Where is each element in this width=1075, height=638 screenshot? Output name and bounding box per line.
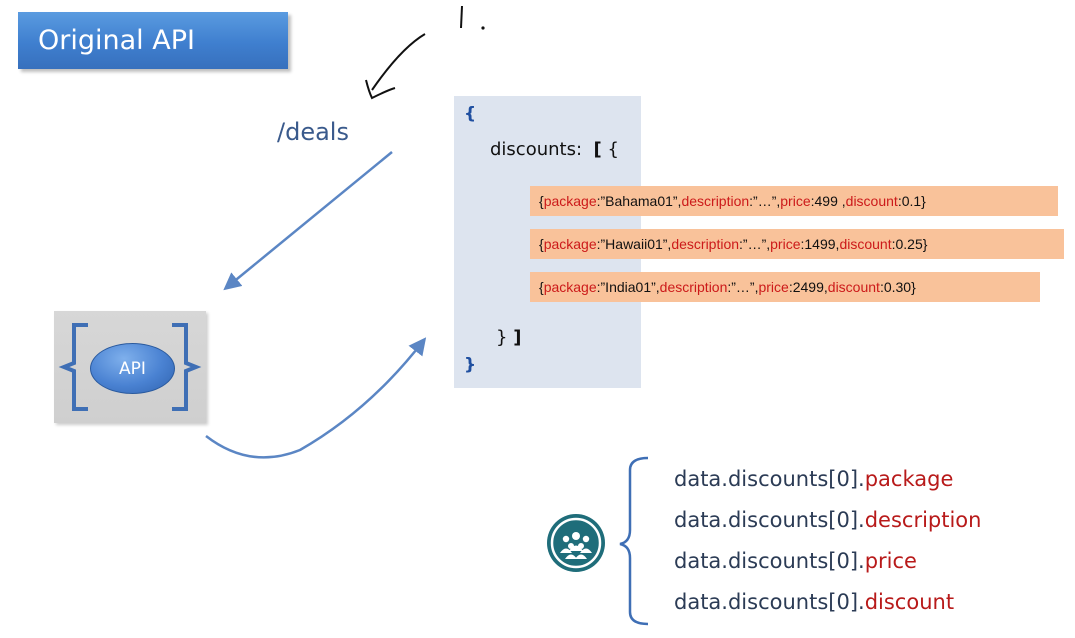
- path-prefix: data.discounts[0].: [674, 590, 865, 614]
- discount-key: discount: [839, 236, 892, 252]
- package-key: package: [543, 279, 597, 295]
- open-bracket: [: [593, 139, 602, 160]
- description-key: description: [671, 236, 740, 252]
- package-key: package: [543, 193, 597, 209]
- open-inner-brace: {: [607, 139, 619, 160]
- access-path: data.discounts[0].discount: [674, 582, 981, 623]
- description-value: :”…”,: [739, 236, 771, 252]
- json-key-line: discounts: [ {: [490, 139, 619, 160]
- discount-value: :0.1}: [897, 193, 926, 209]
- handwritten-stroke: [460, 5, 463, 29]
- endpoint-label: /deals: [277, 118, 349, 146]
- path-bracket: [619, 456, 649, 626]
- access-path: data.discounts[0].price: [674, 541, 981, 582]
- record-open: {: [539, 279, 544, 295]
- path-prop: package: [864, 467, 954, 491]
- path-prefix: data.discounts[0].: [674, 508, 865, 532]
- price-value: :499 ,: [810, 193, 846, 209]
- discount-key: discount: [827, 279, 880, 295]
- price-key: price: [780, 193, 811, 209]
- access-path: data.discounts[0].package: [674, 459, 981, 500]
- path-prop: description: [864, 508, 982, 532]
- discount-value: :0.30}: [879, 279, 916, 295]
- access-path-list: data.discounts[0].package data.discounts…: [674, 459, 981, 623]
- price-key: price: [770, 236, 801, 252]
- price-key: price: [758, 279, 789, 295]
- record-row: {package:”India01”, description:”…”,pric…: [530, 272, 1040, 302]
- description-value: :”…”,: [727, 279, 759, 295]
- close-bracket: ]: [513, 327, 522, 348]
- json-open-brace: {: [464, 104, 477, 124]
- api-label: API: [119, 358, 146, 379]
- api-oval: API: [90, 343, 175, 394]
- path-prefix: data.discounts[0].: [674, 467, 865, 491]
- package-key: package: [543, 236, 597, 252]
- json-close-brace: }: [464, 355, 477, 375]
- package-value: :”Hawaii01”,: [596, 236, 672, 252]
- price-value: :2499,: [788, 279, 828, 295]
- description-key: description: [659, 279, 728, 295]
- path-prop: discount: [864, 590, 955, 614]
- access-path: data.discounts[0].description: [674, 500, 981, 541]
- record-open: {: [539, 236, 544, 252]
- request-arrow: [223, 151, 393, 291]
- discount-key: discount: [845, 193, 898, 209]
- record-row: {package:”Hawaii01”, description:”…”, pr…: [530, 229, 1064, 259]
- path-prop: price: [864, 549, 917, 573]
- api-brackets: [58, 323, 202, 411]
- json-close-line: } ]: [496, 327, 521, 348]
- package-value: :”Bahama01”,: [596, 193, 682, 209]
- title-text: Original API: [38, 25, 195, 56]
- handwritten-arrow: [365, 33, 426, 100]
- record-row: {package:”Bahama01”, description:”…”, pr…: [530, 186, 1058, 216]
- price-value: :1499,: [800, 236, 840, 252]
- description-key: description: [681, 193, 750, 209]
- title-banner: Original API: [18, 12, 288, 69]
- record-open: {: [539, 193, 544, 209]
- discount-value: :0.25}: [891, 236, 928, 252]
- package-value: :”India01”,: [596, 279, 660, 295]
- discounts-key: discounts:: [490, 139, 583, 160]
- close-inner-brace: }: [496, 327, 508, 348]
- people-group-icon: [547, 514, 605, 572]
- description-value: :”…”,: [749, 193, 781, 209]
- api-box: API: [54, 311, 206, 423]
- handwritten-dot: [481, 26, 485, 30]
- response-arrow: [205, 337, 427, 459]
- path-prefix: data.discounts[0].: [674, 549, 865, 573]
